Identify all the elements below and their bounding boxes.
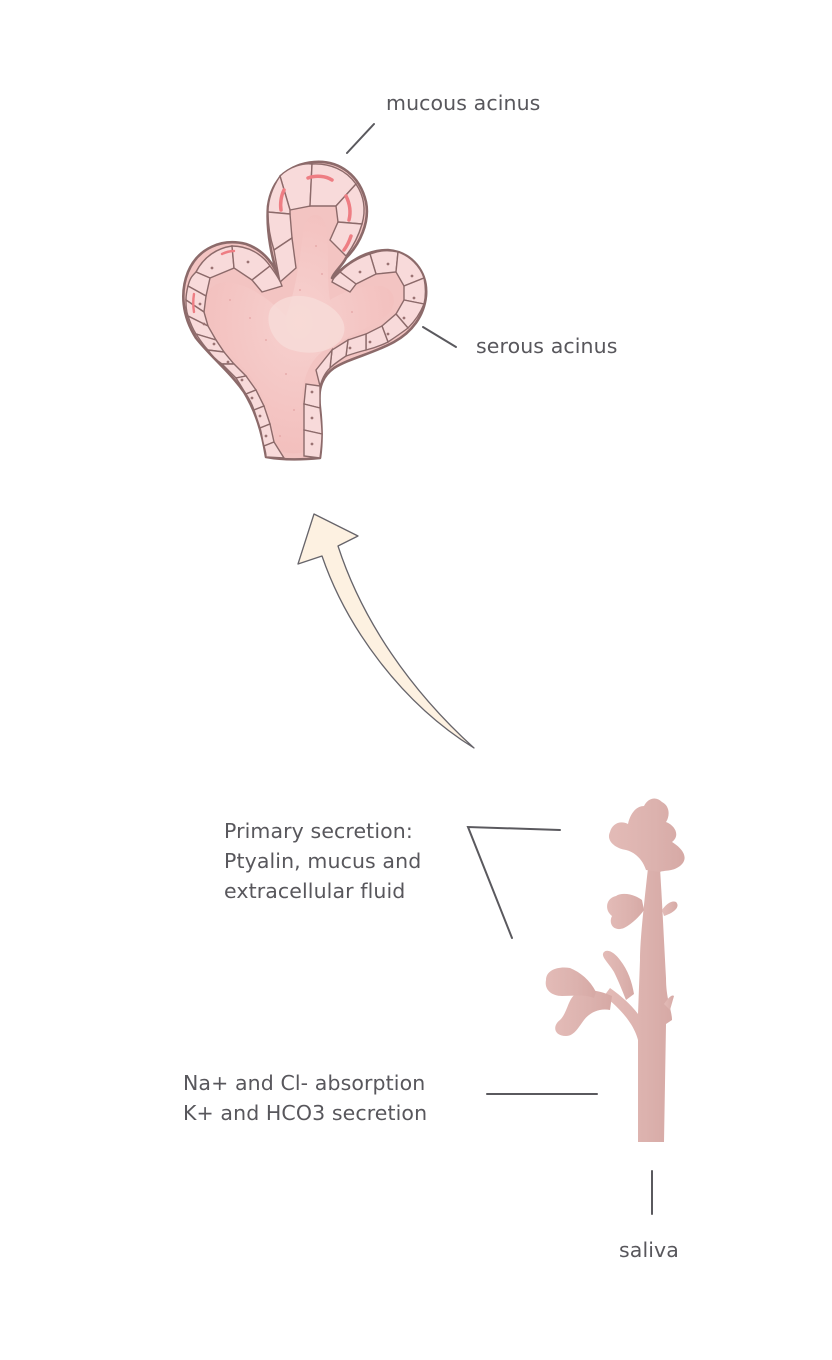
acinus-illustration (182, 160, 428, 461)
right-serous-cells (303, 249, 427, 459)
primary-secretion-leader (466, 825, 561, 939)
lower-left-lobule-top (602, 950, 634, 1000)
serous-leader (422, 326, 457, 348)
upper-left-lobule (607, 893, 644, 930)
leader-lines (346, 123, 653, 1215)
mucous-cells (267, 163, 365, 284)
main-duct (604, 868, 672, 1142)
right-lower-spur (664, 995, 674, 1010)
left-crescents (192, 249, 236, 314)
acinus-center-highlight (268, 295, 345, 353)
right-spur (662, 901, 678, 916)
primary-secretion-line-2: Ptyalin, mucus and (224, 849, 422, 873)
mucous-leader (346, 123, 375, 154)
duct-exchange-line-1: Na+ and Cl- absorption (183, 1071, 426, 1095)
label-serous-acinus: serous acinus (476, 334, 618, 358)
primary-secretion-line-1: Primary secretion: (224, 819, 413, 843)
label-mucous-acinus: mucous acinus (386, 91, 541, 115)
duct-tree-illustration (545, 798, 685, 1142)
top-lobule (608, 798, 685, 872)
primary-secretion-line-3: extracellular fluid (224, 879, 406, 903)
lower-left-lobule-tip (545, 967, 596, 998)
duct-exchange-line-2: K+ and HCO3 secretion (183, 1101, 428, 1125)
label-primary-secretion: Primary secretion: Ptyalin, mucus and ex… (224, 816, 421, 906)
label-duct-exchange: Na+ and Cl- absorption K+ and HCO3 secre… (183, 1068, 427, 1128)
cell-nuclei (198, 260, 416, 446)
lower-left-lobule (555, 990, 612, 1036)
mucous-crescents (278, 174, 353, 252)
flow-arrow (297, 513, 475, 749)
label-saliva: saliva (619, 1238, 679, 1262)
lumen-speckles (229, 245, 353, 437)
